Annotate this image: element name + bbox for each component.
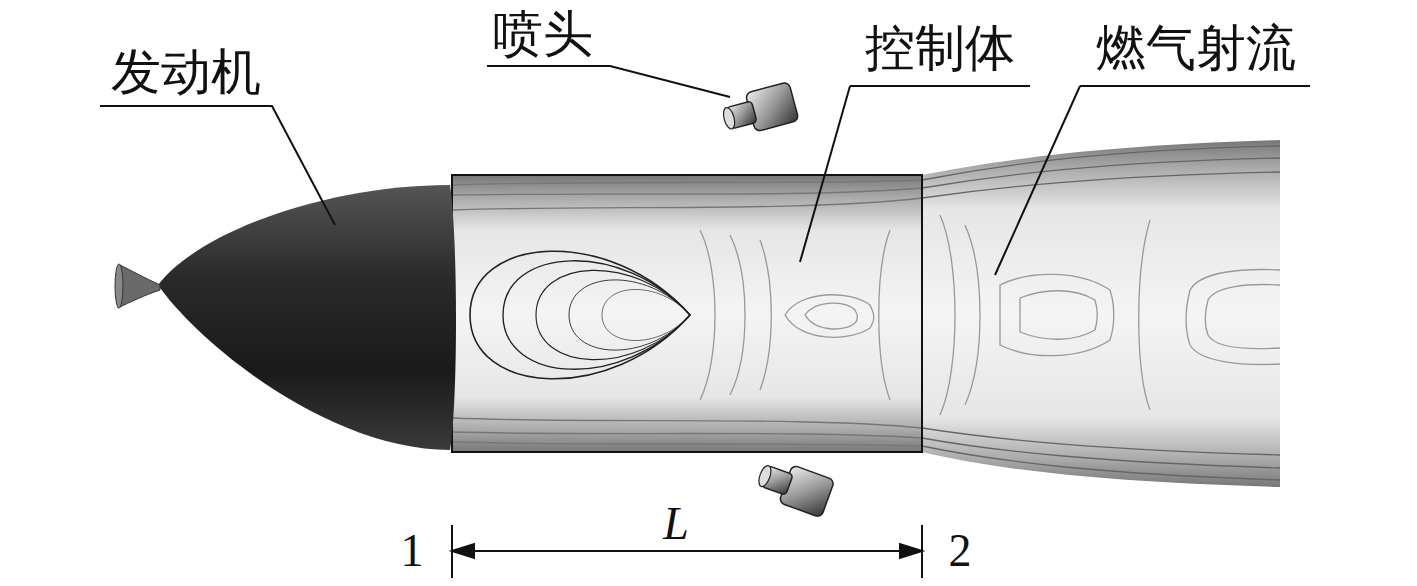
part-label: 喷头 [493,9,593,59]
part-label: 控制体 [865,23,1015,73]
callout-number: 2 [949,528,972,574]
part-label: 发动机 [111,47,261,97]
dimension-label: L [663,501,689,547]
callout-number: 1 [401,528,424,574]
part-label: 燃气射流 [1096,23,1296,73]
